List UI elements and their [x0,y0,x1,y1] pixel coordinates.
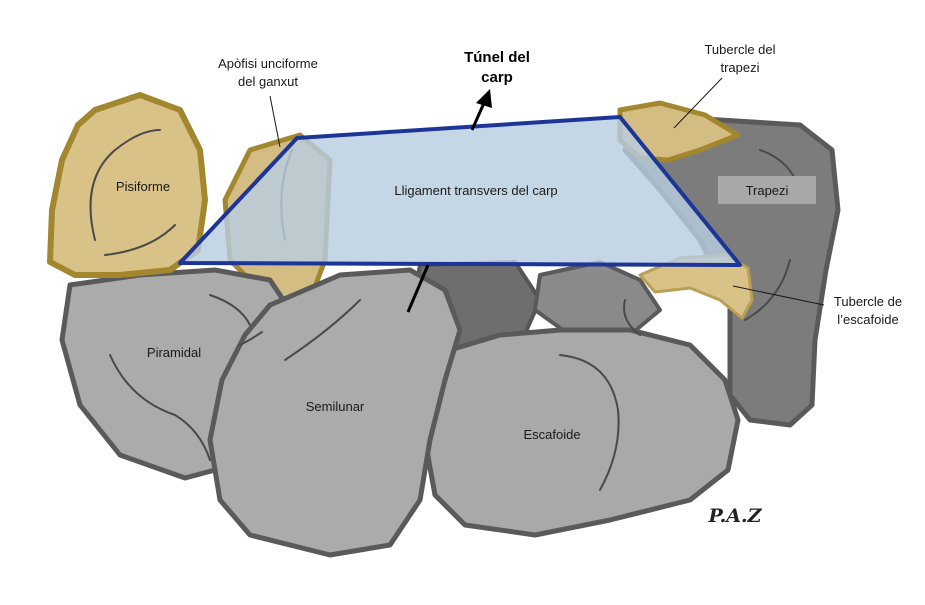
tunnel-arrow-head [476,89,492,108]
tunnel-pointer-line [406,264,430,313]
triquetrum-label: Piramidal [147,345,201,360]
tunnel-label-line2: carp [481,69,513,86]
lunate-bone [207,267,463,558]
trapezium-tubercle-label-line2: trapezi [720,60,759,75]
scaphoid-crease-2 [623,299,641,336]
triquetrum-crease-2 [209,294,251,326]
pisiform-crease-2 [104,224,176,256]
transverse-carpal-ligament [178,115,742,267]
scaphoid-bone [422,327,741,538]
lunate-label: Semilunar [306,399,365,414]
lunate-crease-2 [239,331,263,346]
trapezium-tubercle-leader-line [673,77,723,129]
hamulus-leader-line [269,95,281,148]
tunnel-label-line1: Túnel del [464,49,530,66]
scaphoid-crease [559,354,620,491]
trapezium-label: Trapezi [746,183,789,198]
triquetrum-crease [109,354,211,461]
trapezium-label-box [718,176,816,204]
pisiform-bone [47,92,208,278]
hamulus-label-line2: del ganxut [238,74,298,89]
scaphoid-label: Escafoide [523,427,580,442]
pisiform-crease [89,129,161,241]
scaphoid-tubercle-label-line1: Tubercle de [834,294,902,309]
pisiform-label: Pisiforme [116,179,170,194]
scaphoid-tubercle-leader-line [732,285,825,306]
tunnel-arrow-shaft [470,102,486,131]
ligament-label: Lligament transvers del carp [394,183,557,198]
trapezium-tubercle-label-line1: Tubercle del [704,42,775,57]
hamulus-label-line1: Apòfisi unciforme [218,56,318,71]
lunate-crease [284,299,361,361]
author-signature: P.A.Z [708,505,763,527]
scaphoid-tubercle-label-line2: l’escafoide [837,312,898,327]
